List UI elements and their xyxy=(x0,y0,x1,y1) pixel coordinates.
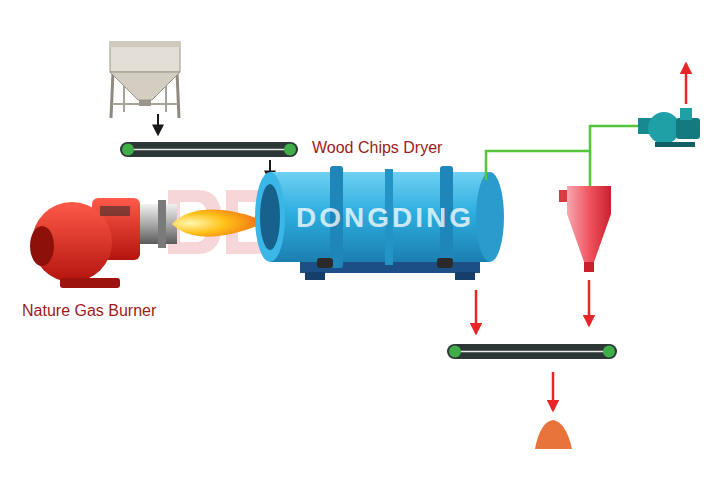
exhaust-arrow xyxy=(685,64,688,104)
exhaust-fan xyxy=(638,108,700,147)
watermark-text: DONGDING xyxy=(296,202,474,234)
gas-burner xyxy=(30,198,177,288)
air-duct xyxy=(486,151,590,186)
rotary-drum xyxy=(255,166,504,280)
air-duct xyxy=(590,126,642,151)
discharge-arrow xyxy=(475,290,478,333)
feed-hopper xyxy=(110,42,180,118)
burner-flame xyxy=(172,210,266,237)
equipment-label-node: Nature Gas Burner xyxy=(19,299,162,323)
discharge-arrow xyxy=(588,280,591,325)
output-arrow xyxy=(552,372,555,410)
flow-arrow xyxy=(157,114,159,134)
product-pile xyxy=(535,420,572,449)
belt-conveyor xyxy=(120,142,298,157)
equipment-name: Nature Gas Burner xyxy=(22,301,159,321)
equipment-label-node: Wood Chips Dryer xyxy=(309,136,448,160)
cyclone-separator xyxy=(559,186,611,272)
equipment-name: Wood Chips Dryer xyxy=(312,138,445,158)
belt-conveyor xyxy=(447,344,617,359)
